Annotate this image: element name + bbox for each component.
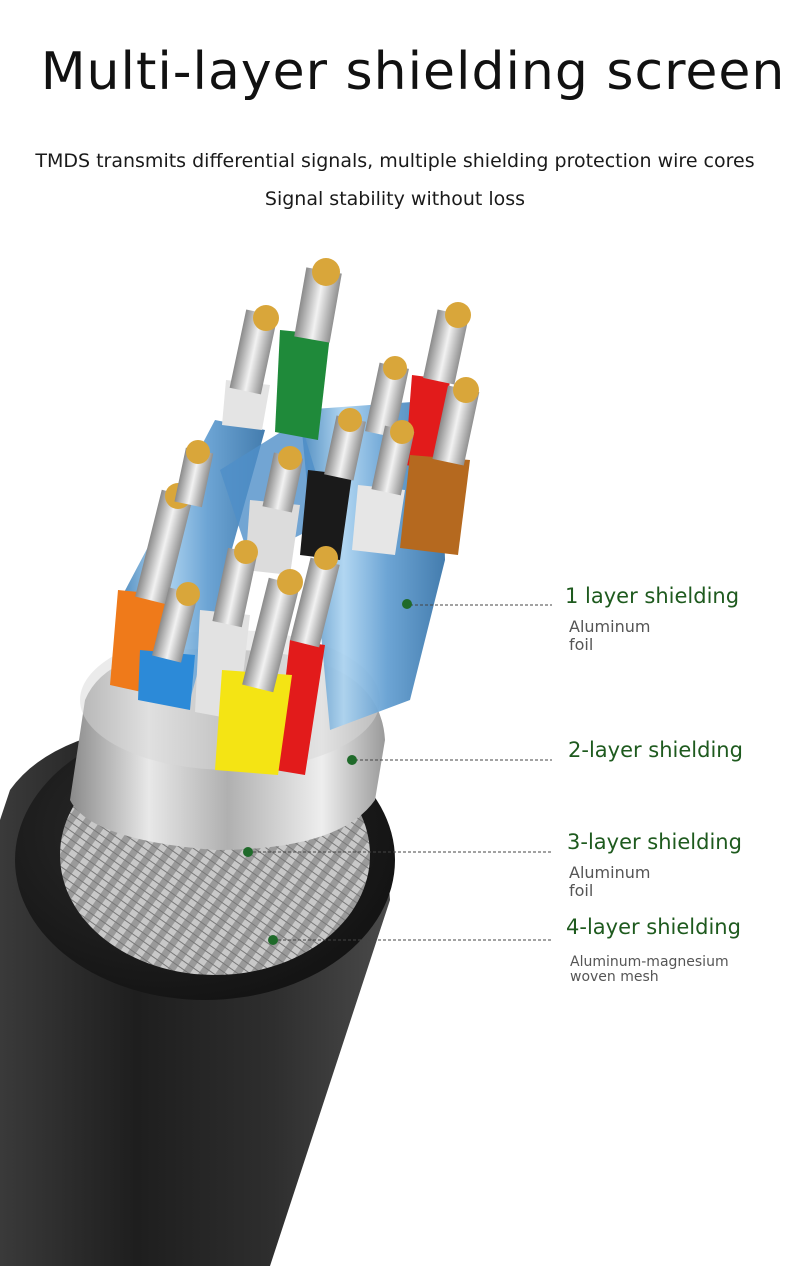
page-title: Multi-layer shielding screen	[40, 42, 786, 102]
cable-illustration	[0, 258, 552, 1266]
callout-2-label: 2-layer shielding	[568, 738, 743, 762]
callout-1-desc-line1: Aluminum	[569, 617, 651, 636]
callout-dot-1	[402, 599, 412, 609]
callout-3-desc: Aluminum foil	[569, 864, 650, 900]
callout-3-desc-line2: foil	[569, 881, 594, 900]
callout-4-desc-line2: woven mesh	[570, 969, 659, 985]
callout-1-desc: Aluminum foil	[569, 618, 650, 654]
callout-4-label: 4-layer shielding	[566, 915, 741, 939]
subtitle-line-1: TMDS transmits differential signals, mul…	[35, 150, 755, 172]
callout-dot-4	[268, 935, 278, 945]
callout-3-desc-line1: Aluminum	[569, 863, 651, 882]
callout-dot-2	[347, 755, 357, 765]
callout-dot-3	[243, 847, 253, 857]
callout-3-label: 3-layer shielding	[567, 830, 742, 854]
callout-leaders	[248, 604, 552, 941]
callout-4-desc-line1: Aluminum-magnesium	[570, 954, 729, 970]
callout-4-desc: Aluminum-magnesium woven mesh	[570, 955, 729, 985]
subtitle-line-2: Signal stability without loss	[264, 188, 526, 210]
callout-1-desc-line2: foil	[569, 635, 594, 654]
wire-bundle	[110, 258, 480, 775]
callout-1-label: 1 layer shielding	[565, 584, 740, 608]
